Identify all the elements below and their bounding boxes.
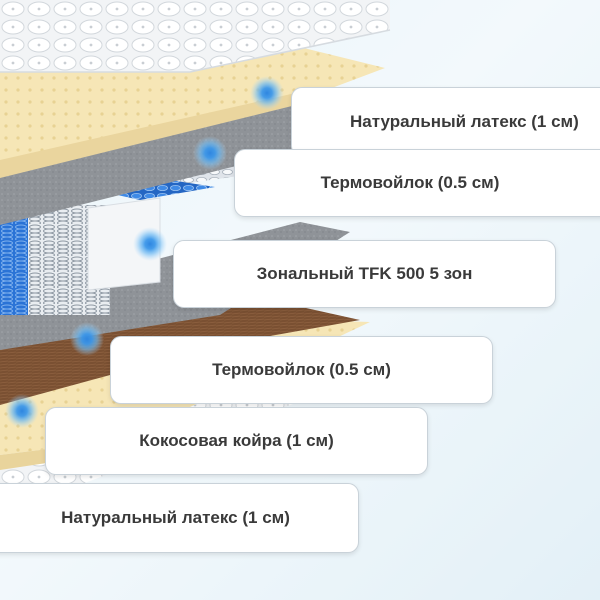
layer-label-coir: Кокосовая койра (1 см) [45,407,428,475]
layer-label-bottom-latex: Натуральный латекс (1 см) [0,483,359,553]
layer-label-spring-block: Зональный TFK 500 5 зон [173,240,556,308]
marker-icon[interactable] [133,227,167,261]
marker-icon[interactable] [5,394,39,428]
marker-icon[interactable] [70,322,104,356]
marker-icon[interactable] [193,136,227,170]
layer-label-upper-felt: Термовойлок (0.5 см) [234,149,600,217]
layer-label-lower-felt: Термовойлок (0.5 см) [110,336,493,404]
marker-icon[interactable] [250,76,284,110]
layer-label-top-latex: Натуральный латекс (1 см) [291,87,600,157]
